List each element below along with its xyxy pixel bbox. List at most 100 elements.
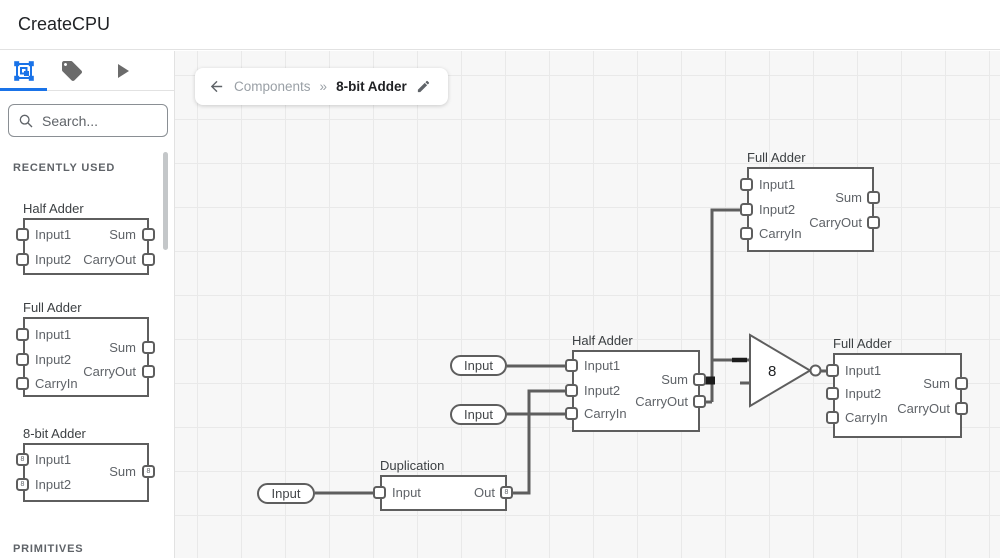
node-full-adder-top-port-label: CarryIn — [759, 226, 802, 241]
node-half-adder-port-label: Sum — [661, 372, 688, 387]
preview-full-adder-port-input2[interactable] — [16, 353, 29, 366]
preview-full-adder-port-label: Input2 — [35, 352, 72, 367]
node-full-adder-right-title: Full Adder — [833, 336, 892, 351]
node-half-adder-port-carryin[interactable] — [565, 407, 578, 420]
sidebar-scrollbar[interactable] — [163, 152, 168, 250]
node-full-adder-top-port-carryout[interactable] — [867, 216, 880, 229]
preview-full-adder-port-input1[interactable] — [16, 328, 29, 341]
pencil-icon — [417, 80, 429, 93]
wire-layer: 8 — [315, 208, 833, 495]
preview-full-adder-port-label: Sum — [109, 340, 136, 355]
inverter-bubble — [809, 364, 822, 377]
section-label-primitives: PRIMITIVES — [13, 543, 84, 555]
preview-half-adder-port-input2[interactable] — [16, 253, 29, 266]
preview-half-adder[interactable] — [23, 218, 149, 275]
node-duplication[interactable] — [380, 475, 507, 511]
node-full-adder-right-port-input1[interactable] — [826, 364, 839, 377]
search-icon — [19, 114, 33, 127]
preview-full-adder-port-sum[interactable] — [142, 341, 155, 354]
breadcrumb-current: 8-bit Adder — [336, 79, 407, 94]
component-icon — [14, 61, 34, 81]
node-duplication-title: Duplication — [380, 458, 445, 473]
preview-half-adder-title: Half Adder — [23, 201, 84, 216]
node-full-adder-top-port-label: Sum — [835, 190, 862, 205]
node-full-adder-right-port-label: Input2 — [845, 386, 882, 401]
node-full-adder-top-port-input1[interactable] — [740, 178, 753, 191]
preview-half-adder-port-label: CarryOut — [83, 252, 136, 267]
node-full-adder-top-port-label: Input1 — [759, 177, 796, 192]
sidebar: RECENTLY USED Half AdderInput1Input2SumC… — [0, 51, 175, 558]
not-gate-8bit[interactable] — [749, 333, 812, 408]
preview-full-adder-port-label: Input1 — [35, 327, 72, 342]
node-full-adder-top-title: Full Adder — [747, 150, 806, 165]
node-full-adder-top-port-sum[interactable] — [867, 191, 880, 204]
node-duplication-port-input[interactable] — [373, 486, 386, 499]
search-box[interactable] — [8, 104, 168, 137]
input-pill[interactable]: Input — [257, 483, 315, 504]
section-label-recently-used: RECENTLY USED — [13, 162, 116, 174]
node-duplication-port-label: Input — [392, 485, 421, 500]
node-full-adder-top-port-label: CarryOut — [809, 215, 862, 230]
preview-8-bit-adder-port-input1[interactable]: 8 — [16, 453, 29, 466]
gate-bus-width-label: 8 — [768, 363, 776, 380]
node-half-adder-title: Half Adder — [572, 333, 633, 348]
tab-run[interactable] — [110, 59, 134, 83]
tab-tags[interactable] — [60, 59, 84, 83]
node-full-adder-right-port-label: CarryIn — [845, 410, 888, 425]
node-full-adder-right-port-sum[interactable] — [955, 377, 968, 390]
node-full-adder-right-port-label: Sum — [923, 376, 950, 391]
preview-half-adder-port-label: Input1 — [35, 227, 72, 242]
node-half-adder-port-label: CarryOut — [635, 394, 688, 409]
preview-8-bit-adder-port-label: Input2 — [35, 477, 72, 492]
breadcrumb: Components » 8-bit Adder — [195, 68, 448, 105]
preview-8-bit-adder[interactable] — [23, 443, 149, 502]
edit-name-button[interactable] — [416, 79, 431, 94]
node-half-adder-port-input1[interactable] — [565, 359, 578, 372]
preview-8-bit-adder-port-label: Input1 — [35, 452, 72, 467]
preview-full-adder[interactable] — [23, 317, 149, 397]
preview-full-adder-port-label: CarryOut — [83, 364, 136, 379]
input-pill[interactable]: Input — [450, 355, 507, 376]
node-full-adder-right-port-carryout[interactable] — [955, 402, 968, 415]
node-full-adder-right-port-carryin[interactable] — [826, 411, 839, 424]
preview-half-adder-port-input1[interactable] — [16, 228, 29, 241]
node-full-adder-right-port-label: CarryOut — [897, 401, 950, 416]
preview-half-adder-port-label: Input2 — [35, 252, 72, 267]
preview-full-adder-title: Full Adder — [23, 300, 82, 315]
tag-icon — [62, 61, 82, 81]
preview-full-adder-port-carryout[interactable] — [142, 365, 155, 378]
breadcrumb-parent[interactable]: Components — [234, 79, 311, 94]
node-full-adder-top-port-label: Input2 — [759, 202, 796, 217]
breadcrumb-separator: » — [319, 79, 328, 94]
app-title: CreateCPU — [18, 14, 111, 34]
wire[interactable] — [710, 208, 747, 402]
app-header: CreateCPU — [0, 0, 1000, 50]
input-pill[interactable]: Input — [450, 404, 507, 425]
node-full-adder-right-port-input2[interactable] — [826, 387, 839, 400]
preview-half-adder-port-sum[interactable] — [142, 228, 155, 241]
preview-8-bit-adder-port-input2[interactable]: 8 — [16, 478, 29, 491]
node-half-adder-port-carryout[interactable] — [693, 395, 706, 408]
node-duplication-port-out[interactable]: 8 — [500, 486, 513, 499]
tab-components[interactable] — [12, 59, 36, 83]
preview-8-bit-adder-port-sum[interactable]: 8 — [142, 465, 155, 478]
node-half-adder-port-input2[interactable] — [565, 384, 578, 397]
node-half-adder-port-label: Input2 — [584, 383, 621, 398]
preview-half-adder-port-label: Sum — [109, 227, 136, 242]
node-half-adder-port-label: CarryIn — [584, 406, 627, 421]
preview-full-adder-port-label: CarryIn — [35, 376, 78, 391]
back-button[interactable] — [208, 78, 225, 95]
node-half-adder-port-sum[interactable] — [693, 373, 706, 386]
arrow-back-icon — [210, 80, 223, 93]
wire[interactable] — [507, 389, 572, 495]
node-half-adder[interactable] — [572, 350, 700, 432]
node-full-adder-top-port-input2[interactable] — [740, 203, 753, 216]
preview-full-adder-port-carryin[interactable] — [16, 377, 29, 390]
node-full-adder-top-port-carryin[interactable] — [740, 227, 753, 240]
search-input[interactable] — [42, 112, 152, 129]
preview-half-adder-port-carryout[interactable] — [142, 253, 155, 266]
node-full-adder-top[interactable] — [747, 167, 874, 252]
